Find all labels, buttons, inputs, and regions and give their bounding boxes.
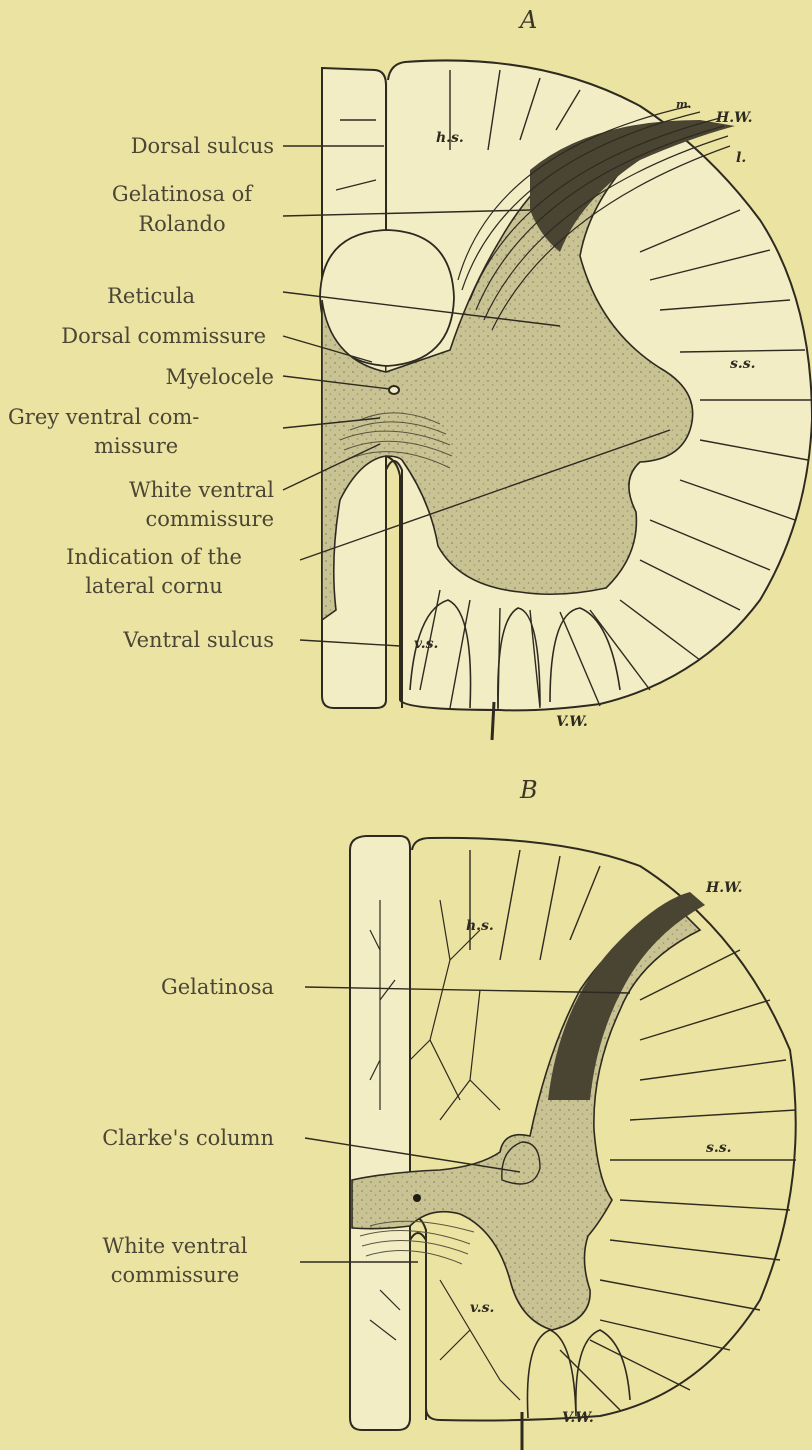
label-ventral-sulcus: Ventral sulcus — [123, 628, 274, 652]
central-canal-a — [389, 386, 399, 394]
label-grey-ventral-commissure: Grey ventral com- — [8, 405, 199, 429]
central-canal-b — [413, 1194, 421, 1202]
abbr-vs-a: v.s. — [414, 636, 438, 652]
label-myelocele: Myelocele — [166, 365, 275, 389]
label-gelatinosa: Gelatinosa — [161, 975, 274, 999]
label-white-ventral-b: White ventral — [70, 1234, 280, 1258]
label-clarkes-column: Clarke's column — [102, 1126, 274, 1150]
ventral-sulcus-b — [410, 1233, 426, 1420]
label-reticula: Reticula — [107, 284, 195, 308]
label-white-ventral: White ventral — [129, 478, 274, 502]
abbr-hs-a: h.s. — [436, 130, 464, 146]
label-lateral-cornu: lateral cornu — [36, 574, 272, 598]
abbr-ss-b: s.s. — [706, 1140, 732, 1156]
abbr-m-a: m. — [676, 98, 691, 111]
label-dorsal-commissure: Dorsal commissure — [61, 324, 266, 348]
abbr-hw-b: H.W. — [706, 880, 743, 896]
label-indication-of-the: Indication of the — [36, 545, 272, 569]
panel-letter-a: A — [520, 6, 537, 34]
label-white-ventral-commissure-b: commissure — [70, 1263, 280, 1287]
label-white-ventral-commissure: commissure — [146, 507, 275, 531]
abbr-hs-b: h.s. — [466, 918, 494, 934]
label-dorsal-sulcus: Dorsal sulcus — [131, 134, 274, 158]
label-rolando: Rolando — [84, 212, 280, 236]
label-grey-ventral-commissure-2: missure — [94, 434, 178, 458]
label-gelatinosa-of: Gelatinosa of — [84, 182, 280, 206]
panel-letter-b: B — [520, 776, 538, 804]
abbr-vw-a: V.W. — [556, 714, 588, 730]
abbr-vw-b: V.W. — [562, 1410, 594, 1426]
abbr-vs-b: v.s. — [470, 1300, 494, 1316]
abbr-hw-a: H.W. — [716, 110, 753, 126]
abbr-l-a: l. — [736, 150, 746, 166]
abbr-ss-a: s.s. — [730, 356, 756, 372]
